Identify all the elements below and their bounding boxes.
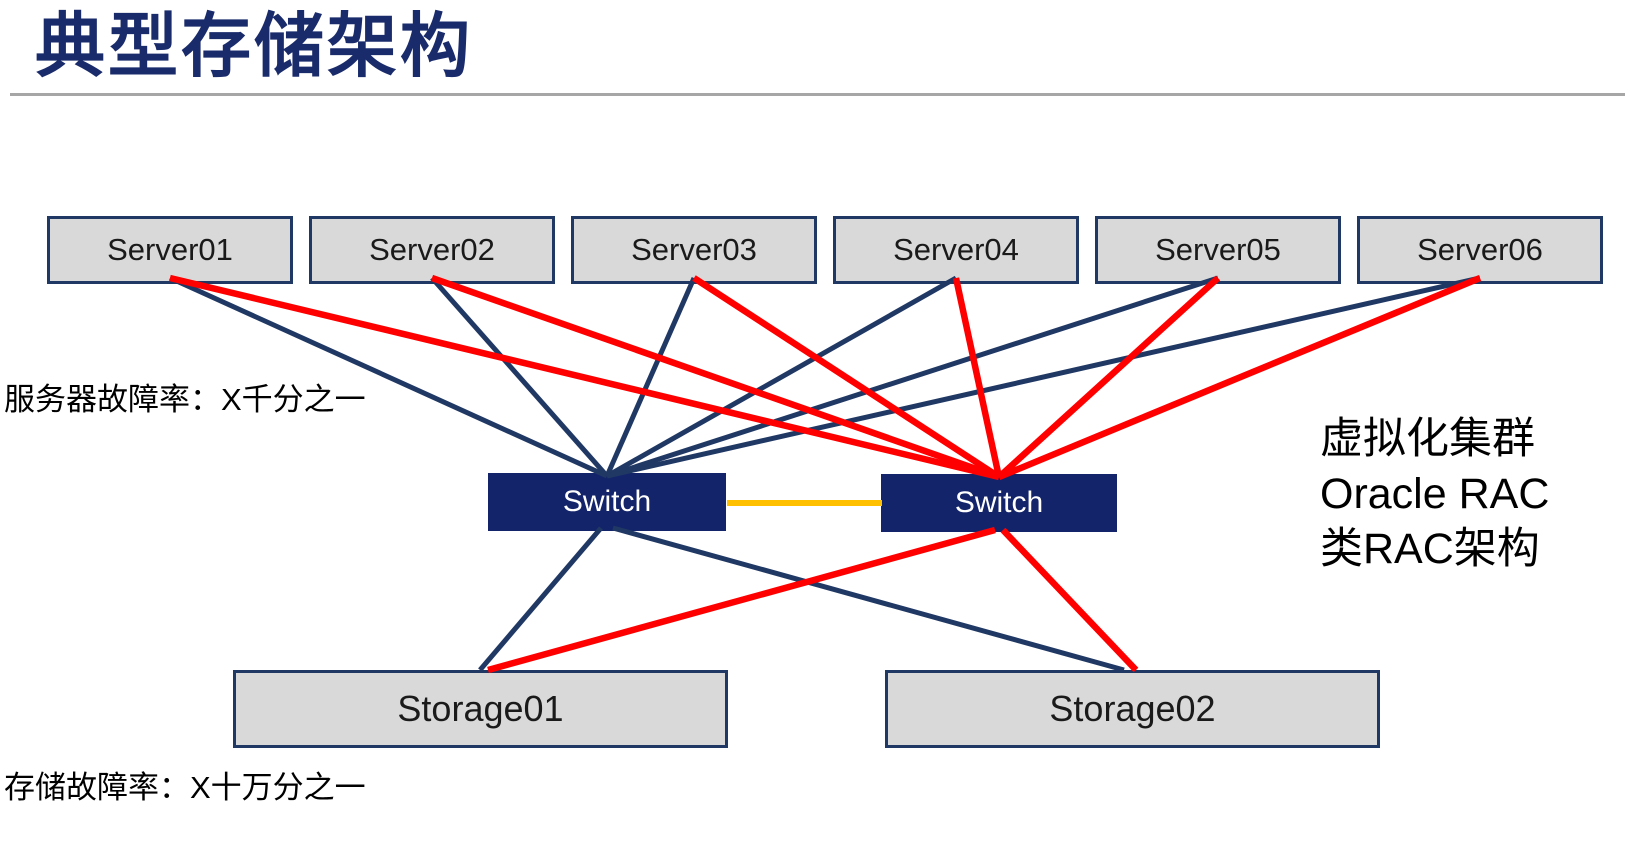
title-divider	[10, 93, 1625, 96]
server-node-03: Server03	[571, 216, 817, 284]
link-server03-switch-right	[692, 275, 1001, 480]
server-failure-rate-label: 服务器故障率：X千分之一	[4, 382, 366, 417]
link-server05-switch-left	[606, 275, 1219, 479]
link-switch-left-storage01	[478, 526, 603, 672]
link-server02-switch-left	[430, 276, 609, 478]
switch-node-right: Switch	[881, 474, 1117, 532]
cluster-note: 虚拟化集群 Oracle RAC 类RAC架构	[1320, 412, 1549, 577]
slide-title: 典型存储架构	[35, 7, 473, 85]
server-node-06: Server06	[1357, 216, 1603, 284]
link-switch-right-storage02	[1000, 527, 1139, 673]
cluster-note-line-2: Oracle RAC	[1320, 470, 1550, 518]
link-server03-switch-left	[604, 276, 697, 478]
link-server02-switch-right	[430, 274, 1001, 481]
storage-failure-rate-label: 存储故障率：X十万分之一	[4, 770, 366, 805]
server-node-05: Server05	[1095, 216, 1341, 284]
link-server04-switch-left	[605, 275, 958, 479]
storage-node-01: Storage01	[233, 670, 728, 748]
cluster-note-line-3: 类RAC架构	[1320, 525, 1540, 573]
cluster-note-line-1: 虚拟化集群	[1320, 415, 1535, 463]
link-switch-left-storage02	[612, 525, 1125, 673]
link-server05-switch-right	[996, 275, 1221, 480]
switch-node-left: Switch	[488, 473, 726, 531]
storage-node-02: Storage02	[885, 670, 1380, 748]
server-node-01: Server01	[47, 216, 293, 284]
link-server04-switch-right	[952, 277, 1003, 478]
link-switch-right-storage01	[487, 526, 996, 674]
server-node-04: Server04	[833, 216, 1079, 284]
server-node-02: Server02	[309, 216, 555, 284]
